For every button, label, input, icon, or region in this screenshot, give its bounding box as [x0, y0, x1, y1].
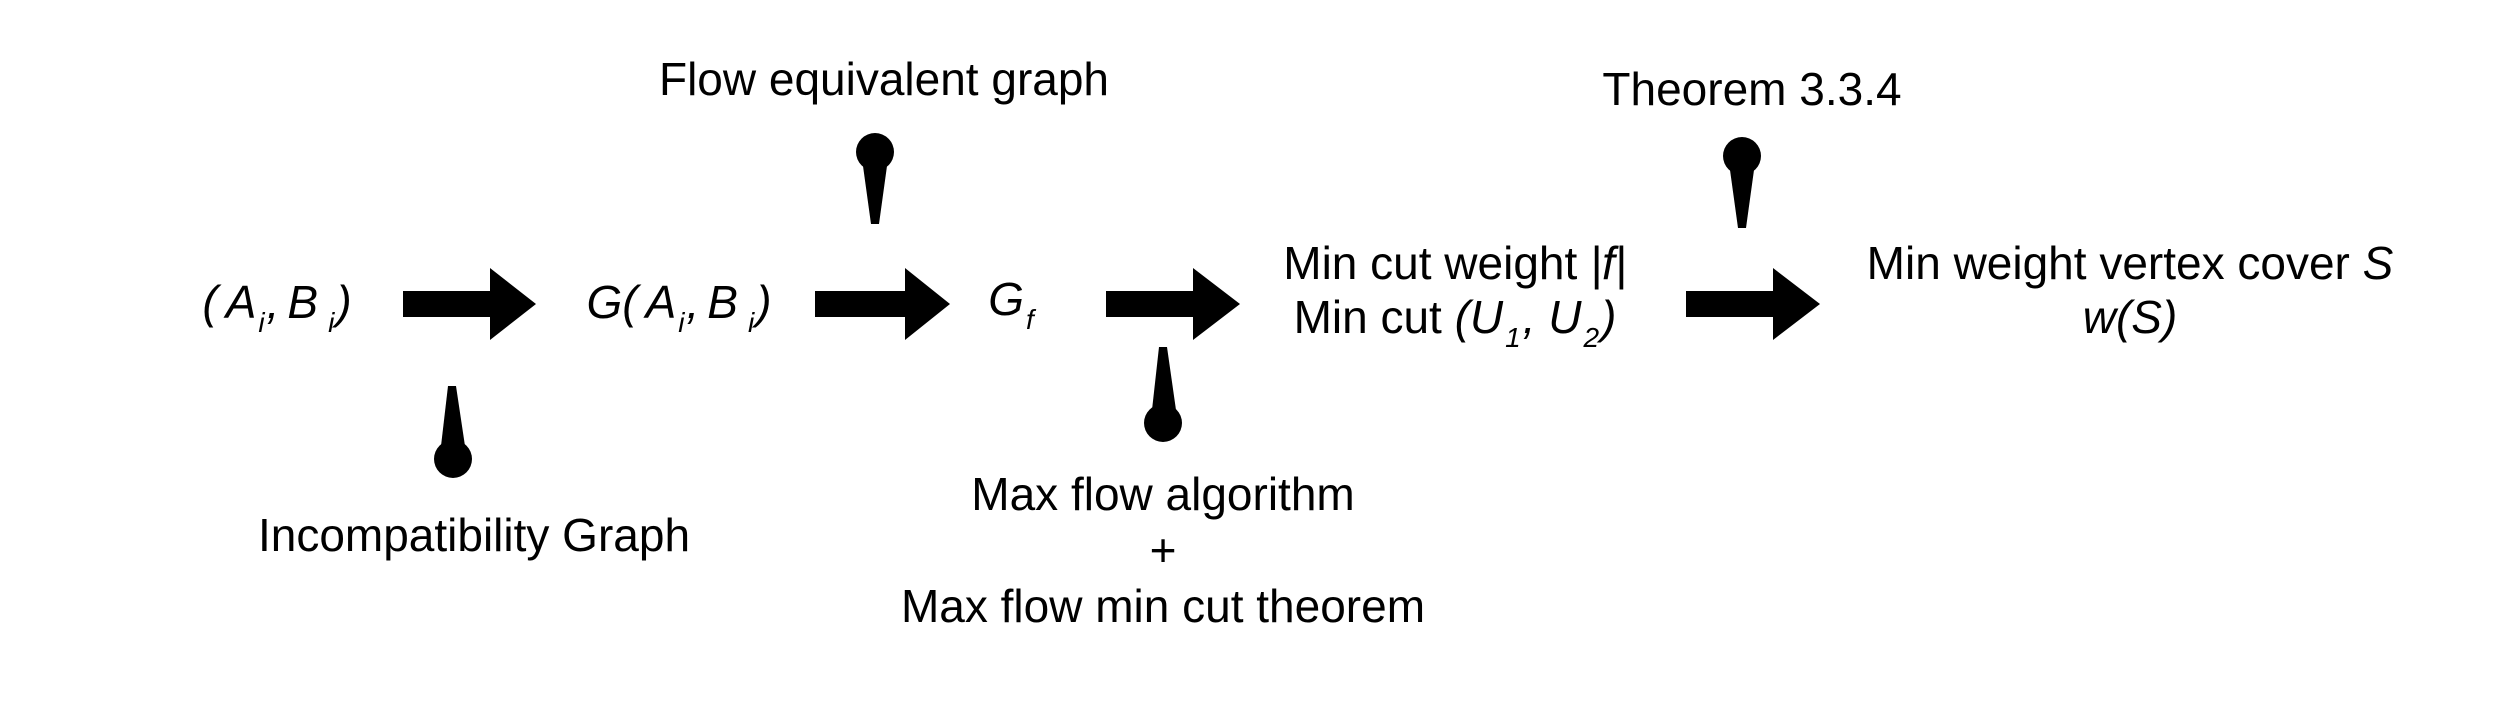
min-cut-line-2: Min cut (U1, U2): [1283, 290, 1626, 354]
vertex-cover-label: Min weight vertex cover: [1866, 237, 2350, 289]
caption-theorem: Theorem 3.3.4: [1602, 63, 1902, 115]
min-cut-line-1: Min cut weight |f|: [1283, 236, 1626, 290]
flow-graph-letter: G: [988, 273, 1024, 325]
pair-comma: ,: [266, 276, 280, 328]
pin-incompatibility: [434, 386, 472, 478]
node-vertex-cover: Min weight vertex cover S w(S): [1867, 236, 2394, 345]
caption-flow-equivalent-graph: Flow equivalent graph: [658, 53, 1110, 105]
min-cut-label: Min cut: [1293, 291, 1442, 344]
vertex-cover-weight: w(S): [2082, 291, 2178, 344]
graph-comma: ,: [686, 276, 700, 328]
min-cut-close: ): [1601, 291, 1617, 344]
min-cut-sub-2: 2: [1583, 322, 1600, 354]
graph-close: ): [756, 276, 772, 328]
caption-incompatibility-graph: Incompatibility Graph: [257, 509, 691, 561]
pair-a: A: [225, 276, 257, 328]
flow-graph-sub: f: [1026, 304, 1034, 335]
arrow-4: [1686, 268, 1820, 340]
min-cut-open: (U: [1454, 291, 1504, 344]
min-cut-sub-1: 1: [1505, 322, 1521, 354]
pair-a-sub: i: [258, 307, 265, 338]
max-flow-line-2: +: [1149, 524, 1177, 577]
node-min-cut: Min cut weight |f| Min cut (U1, U2): [1283, 236, 1626, 354]
max-flow-line-3: Max flow min cut theorem: [900, 580, 1426, 633]
pin-flow-equivalent: [856, 133, 894, 224]
pair-b: B: [287, 276, 319, 328]
min-cut-comma: , U: [1522, 291, 1582, 344]
vertex-cover-var: S: [2362, 237, 2394, 289]
vertex-cover-line-1: Min weight vertex cover S: [1867, 236, 2394, 290]
graph-b-sub: i: [747, 307, 755, 338]
arrow-2: [815, 268, 950, 340]
graph-prefix: G(: [586, 276, 638, 328]
pin-theorem: [1723, 137, 1761, 228]
pair-open: (: [202, 276, 218, 328]
pin-max-flow: [1144, 347, 1182, 442]
min-cut-weight-label: Min cut weight: [1283, 237, 1578, 289]
graph-a: A: [645, 276, 677, 328]
node-flow-graph: Gf: [988, 272, 1036, 336]
graph-b: B: [707, 276, 738, 328]
min-cut-weight-value: |f|: [1590, 237, 1627, 289]
caption-max-flow: Max flow algorithm + Max flow min cut th…: [901, 466, 1425, 634]
max-flow-line-1: Max flow algorithm: [971, 468, 1355, 520]
pair-b-sub: i: [328, 307, 335, 338]
graph-a-sub: i: [678, 307, 685, 338]
pair-close: ): [336, 276, 352, 328]
arrow-3: [1106, 268, 1240, 340]
arrow-1: [403, 268, 536, 340]
